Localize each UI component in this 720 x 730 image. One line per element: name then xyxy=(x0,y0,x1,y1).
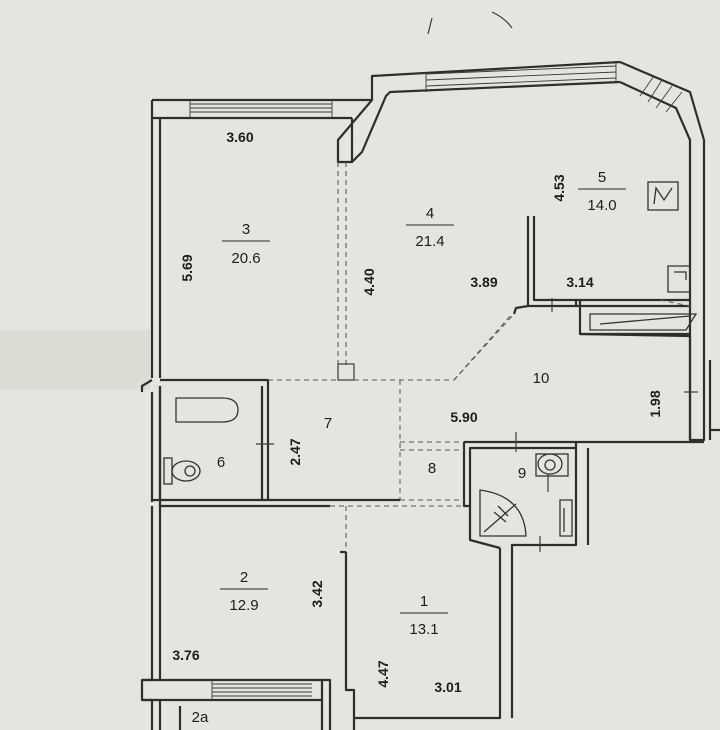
dimension-label: 4.40 xyxy=(361,268,377,295)
room-7-number: 7 xyxy=(324,415,332,432)
cabinet-icon xyxy=(589,313,698,331)
room-8-number: 8 xyxy=(428,460,436,477)
dimension-label: 2.47 xyxy=(287,438,303,465)
dimension-label: 3.60 xyxy=(226,129,253,145)
windows xyxy=(189,62,683,700)
pencil-mark xyxy=(427,17,433,35)
dimension-labels: 3.60 5.69 4.40 3.89 4.53 3.14 1.98 5.90 … xyxy=(172,129,663,695)
dimension-label: 4.47 xyxy=(375,660,391,687)
room-2-number: 2 xyxy=(240,569,248,586)
room-3-area: 20.6 xyxy=(231,250,260,267)
dimension-label: 3.01 xyxy=(434,679,461,695)
room-9-number: 9 xyxy=(518,465,526,482)
room-2-area: 12.9 xyxy=(229,597,258,614)
toilet-icon xyxy=(163,457,201,485)
room-1-number: 1 xyxy=(420,593,428,610)
dimension-label: 5.69 xyxy=(179,254,195,281)
kitchen-unit-icon xyxy=(667,265,691,293)
dimension-label: 4.53 xyxy=(551,174,567,201)
outer-walls xyxy=(140,60,720,730)
dimension-label: 3.14 xyxy=(566,274,593,290)
dimension-label: 5.90 xyxy=(450,409,477,425)
dashed-openings xyxy=(268,162,691,552)
room-5-number: 5 xyxy=(598,169,606,186)
dimension-label: 1.98 xyxy=(647,390,663,417)
room-6-number: 6 xyxy=(217,454,225,471)
pencil-mark xyxy=(491,11,513,29)
room-4-number: 4 xyxy=(426,205,434,222)
interior-walls xyxy=(158,216,698,554)
room-3-number: 3 xyxy=(242,221,250,238)
dimension-label: 3.42 xyxy=(309,580,325,607)
dimension-label: 3.89 xyxy=(470,274,497,290)
stove-icon xyxy=(647,181,679,211)
room-5-area: 14.0 xyxy=(587,197,616,214)
sink-icon xyxy=(559,499,573,537)
shower-icon xyxy=(479,489,527,537)
toilet-icon xyxy=(535,453,569,477)
room-2a-number: 2a xyxy=(192,709,209,726)
room-10-number: 10 xyxy=(533,370,550,387)
dimension-label: 3.76 xyxy=(172,647,199,663)
room-1-area: 13.1 xyxy=(409,621,438,638)
room-4-area: 21.4 xyxy=(415,233,444,250)
bathtub-icon xyxy=(175,397,239,423)
room-labels: 1 13.1 2 12.9 3 20.6 4 21.4 5 14.0 6 7 8… xyxy=(192,169,626,726)
fixtures xyxy=(163,181,698,537)
